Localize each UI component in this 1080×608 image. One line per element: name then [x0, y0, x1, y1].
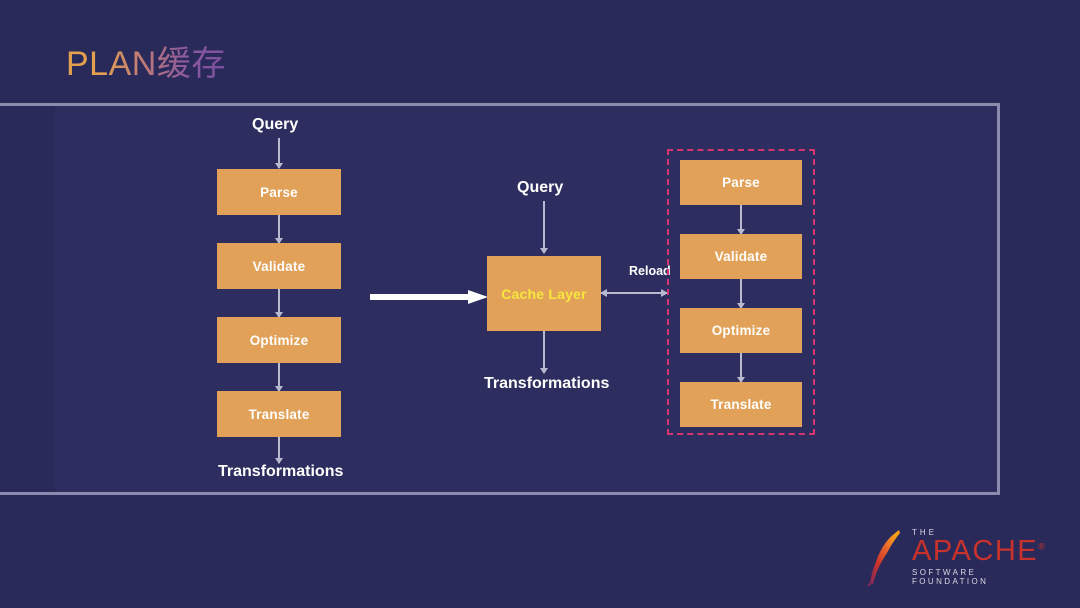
cache-layer-node[interactable]: Cache Layer: [487, 256, 601, 331]
middle-flow-output-label: Transformations: [484, 375, 610, 392]
cached-plan-group: [667, 149, 815, 435]
apache-software-foundation-logo: THE APACHE® SOFTWARE FOUNDATION: [866, 526, 1045, 588]
left-step-parse[interactable]: Parse: [217, 169, 341, 215]
right-connector-optimize-translate: [737, 353, 745, 383]
logo-apache-text: APACHE®: [912, 534, 1047, 567]
apache-feather-icon: [867, 530, 900, 586]
arrow-shaft: [370, 294, 468, 300]
middle-connector-cache-output: [540, 331, 548, 374]
right-connector-validate-optimize: [737, 279, 745, 309]
slide-title: PLAN缓存: [66, 36, 226, 85]
left-flow-input-label: Query: [252, 116, 299, 133]
left-connector-query-parse: [275, 138, 283, 169]
apache-wordmark: THE APACHE® SOFTWARE FOUNDATION: [912, 528, 1046, 587]
right-step-validate[interactable]: Validate: [680, 234, 802, 279]
reload-bidirectional-arrow-icon: [600, 289, 668, 297]
reload-arrow-head-right: [661, 289, 668, 297]
middle-flow-input-label: Query: [517, 179, 564, 196]
reload-arrow-head-left: [600, 289, 607, 297]
left-step-translate[interactable]: Translate: [217, 391, 341, 437]
logo-the-text: THE: [912, 527, 937, 537]
right-step-translate[interactable]: Translate: [680, 382, 802, 427]
left-connector-optimize-translate: [275, 363, 283, 392]
reload-label: Reload: [629, 264, 671, 278]
logo-registered-mark: ®: [1038, 541, 1047, 552]
right-step-optimize[interactable]: Optimize: [680, 308, 802, 353]
left-connector-validate-optimize: [275, 289, 283, 318]
slide-frame-border: [0, 103, 1000, 495]
middle-connector-query-cache: [540, 201, 548, 254]
left-connector-parse-validate: [275, 215, 283, 244]
left-step-validate[interactable]: Validate: [217, 243, 341, 289]
arrow-head: [468, 290, 488, 304]
left-step-optimize[interactable]: Optimize: [217, 317, 341, 363]
transition-arrow-icon: [370, 290, 488, 304]
left-flow-output-label: Transformations: [218, 463, 344, 480]
left-connector-translate-output: [275, 437, 283, 464]
logo-apache-label: APACHE: [912, 534, 1039, 567]
right-connector-parse-validate: [737, 205, 745, 235]
logo-tagline: SOFTWARE FOUNDATION: [912, 568, 989, 587]
right-step-parse[interactable]: Parse: [680, 160, 802, 205]
